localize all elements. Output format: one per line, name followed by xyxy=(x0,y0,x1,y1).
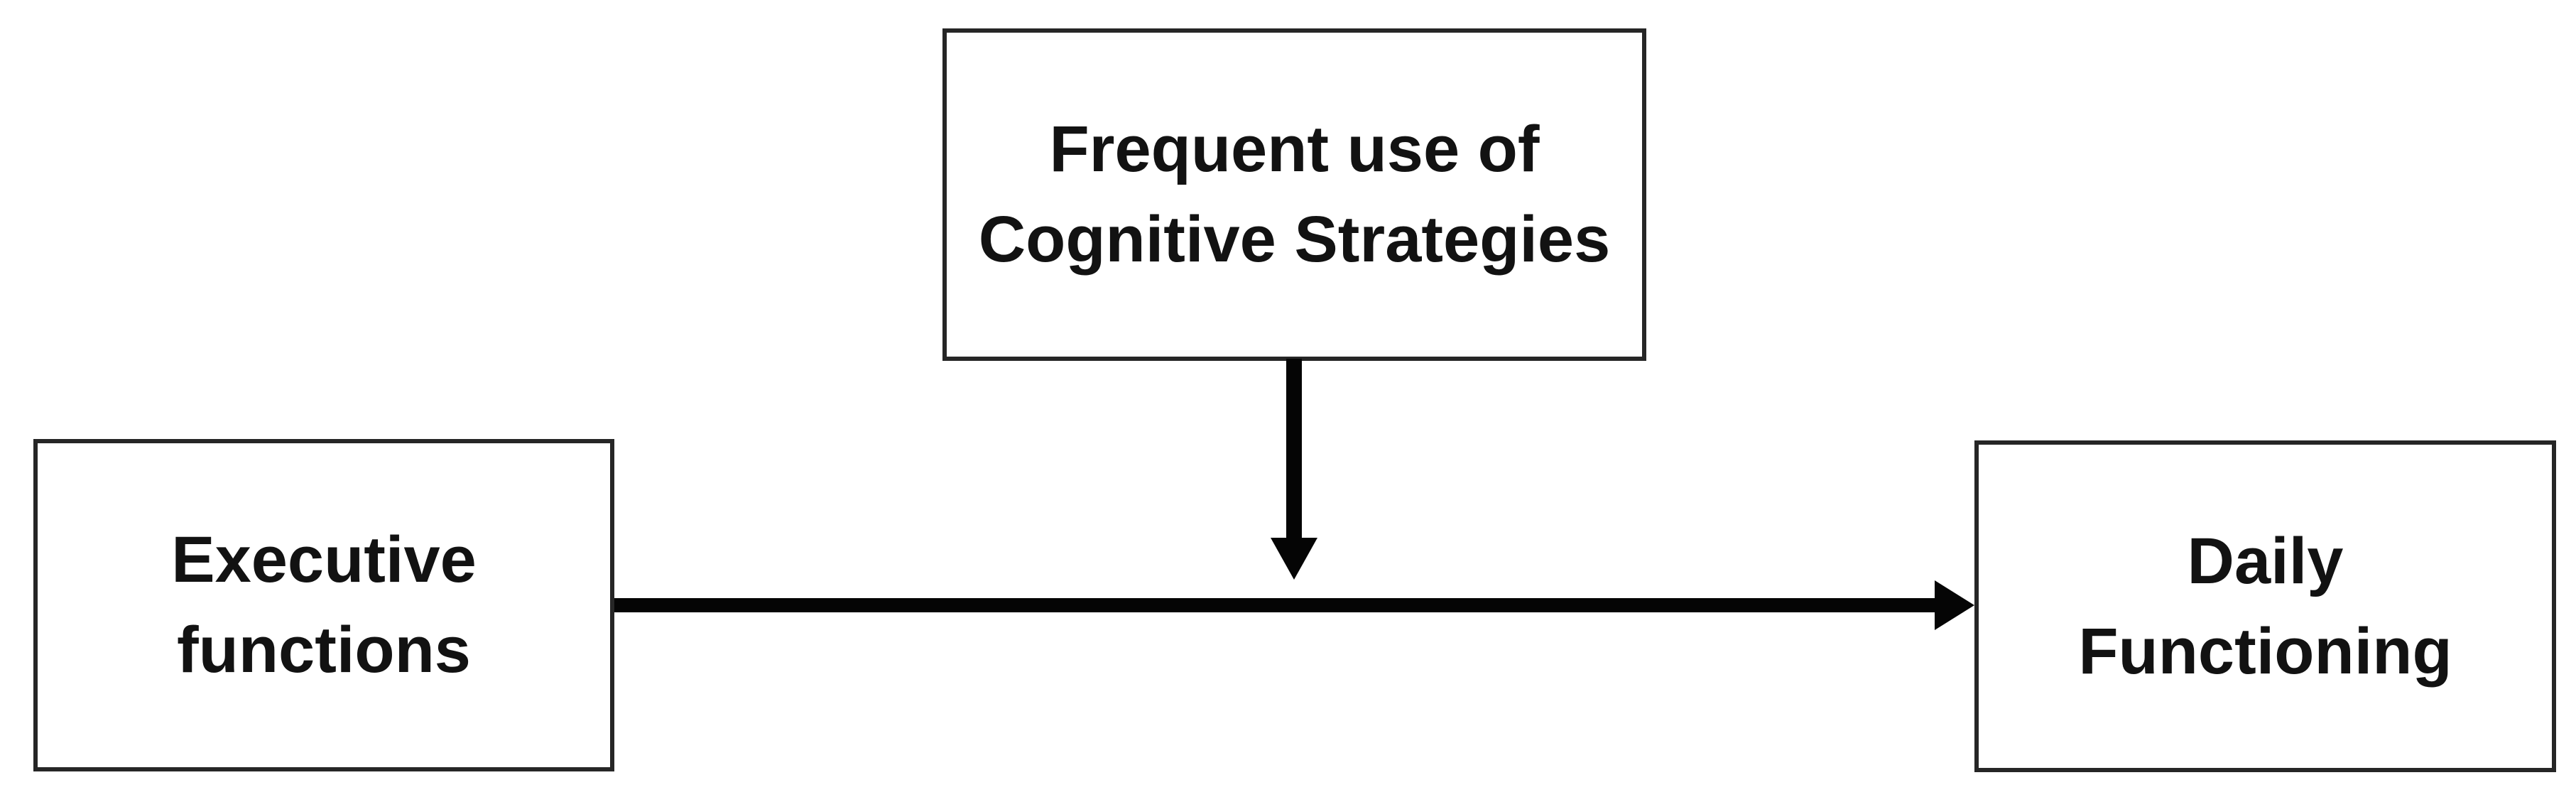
arrow-strategies-to-path-shaft xyxy=(1286,359,1302,538)
arrow-executive-to-daily-shaft xyxy=(614,598,1936,612)
node-daily-functioning: Daily Functioning xyxy=(1974,440,2556,772)
node-label-daily-functioning: Daily Functioning xyxy=(2078,524,2452,688)
node-executive-functions: Executive functions xyxy=(33,439,614,771)
node-label-frequent-use-of-cognitive-strategies: Frequent use of Cognitive Strategies xyxy=(978,113,1611,276)
node-label-executive-functions: Executive functions xyxy=(171,524,477,686)
arrowhead-down-icon xyxy=(1271,538,1317,580)
node-frequent-use-of-cognitive-strategies: Frequent use of Cognitive Strategies xyxy=(942,28,1646,361)
arrowhead-right-icon xyxy=(1935,580,1974,630)
